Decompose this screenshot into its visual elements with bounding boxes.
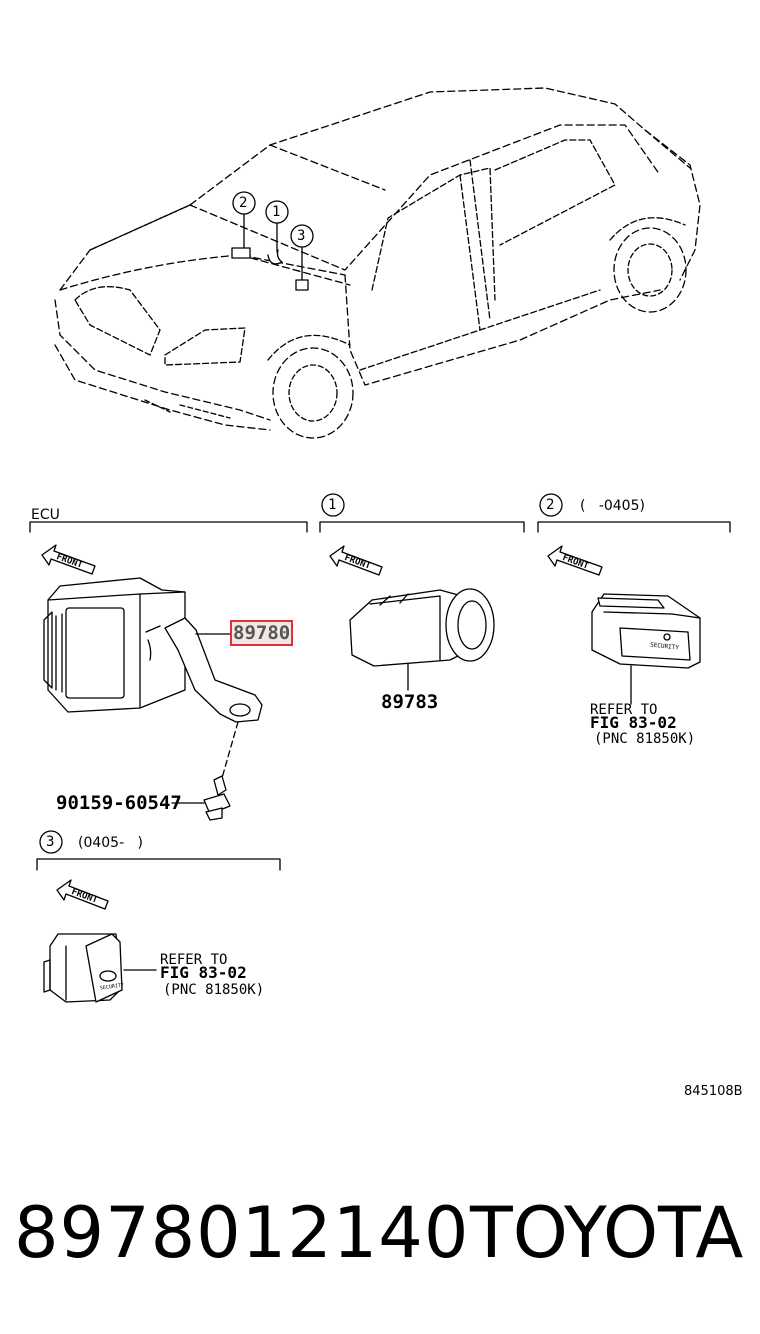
sensor-89783	[349, 588, 495, 667]
security-switch-s2	[591, 593, 701, 669]
footer-part-number: 8978012140	[14, 1192, 470, 1274]
section-2-index: 2	[546, 497, 555, 513]
section-1-index: 1	[328, 497, 337, 513]
ecu-section-header: ECU	[31, 507, 60, 523]
security-switch-s3	[43, 933, 123, 1003]
callout-3-number: 3	[297, 228, 306, 244]
drawing-number: 845108B	[684, 1084, 743, 1099]
front-arrow-s2	[547, 545, 603, 576]
part-number-89780[interactable]: 89780	[229, 620, 294, 646]
s2-refer-line1: REFER TO	[590, 702, 658, 718]
callout-2-circle	[232, 191, 256, 215]
section-2-range: ( -0405)	[580, 498, 645, 514]
s2-refer-pnc: (PNC 81850K)	[594, 731, 696, 747]
s2-bracket	[537, 521, 731, 533]
front-arrow-s3	[56, 879, 109, 910]
car-illustration	[54, 87, 701, 439]
s1-bracket	[319, 521, 525, 533]
front-arrow-ecu	[41, 544, 96, 575]
section-3-range: (0405- )	[78, 835, 143, 851]
callout-1-number: 1	[272, 204, 281, 220]
s2-refer-fig[interactable]: FIG 83-02	[590, 713, 677, 732]
section-3-index: 3	[46, 834, 55, 850]
bolt	[203, 775, 231, 821]
part-number-89783[interactable]: 89783	[381, 691, 439, 713]
part-number-89780-text[interactable]: 89780	[229, 620, 294, 646]
ecu-bracket	[29, 521, 308, 533]
callout-2-number: 2	[239, 195, 248, 211]
part-number-bolt[interactable]: 90159-60547	[56, 792, 182, 814]
footer-brand: TOYOTA	[470, 1192, 744, 1274]
s3-refer-pnc: (PNC 81850K)	[163, 982, 265, 998]
s3-refer-line1: REFER TO	[160, 952, 228, 968]
callout-3-circle	[290, 224, 314, 248]
callout-1-circle	[265, 200, 289, 224]
ecu-unit	[43, 577, 263, 723]
s3-refer-fig[interactable]: FIG 83-02	[160, 963, 247, 982]
s3-bracket	[36, 858, 281, 871]
front-arrow-s1	[329, 545, 383, 576]
